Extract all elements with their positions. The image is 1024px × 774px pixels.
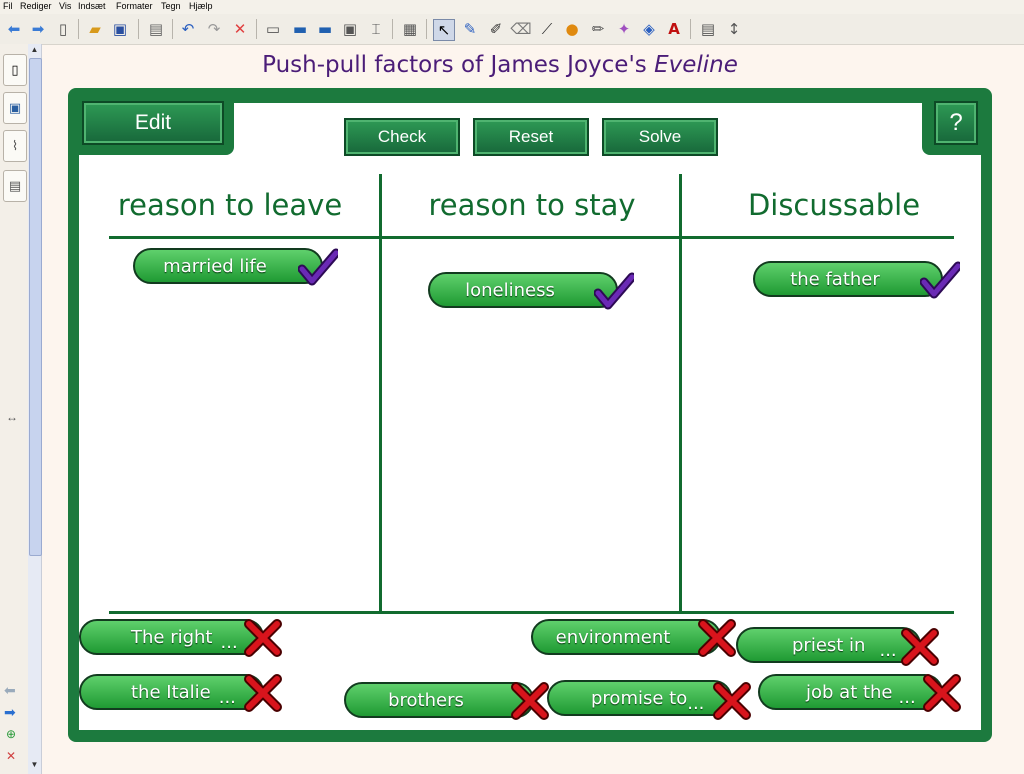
screen-shade-icon[interactable]: ▭ [265,20,281,38]
reset-button[interactable]: Reset [473,118,589,156]
eraser-icon[interactable]: ⌫ [510,20,532,38]
cross-icon [244,674,282,712]
vertical-scrollbar[interactable]: ▲ ▼ [28,44,42,774]
creative-pen-icon[interactable]: ✐ [489,20,503,38]
card-the-right[interactable]: The right... [79,619,264,655]
page-title: Push-pull factors of James Joyce's Eveli… [262,52,738,78]
checkmark-icon [594,272,634,310]
next-page-icon[interactable]: ➡ [4,704,16,720]
open-folder-icon[interactable]: ▰ [89,20,101,38]
redo-icon[interactable]: ↷ [207,20,221,38]
scroll-thumb[interactable] [29,58,42,556]
cross-icon [511,682,549,720]
check-button[interactable]: Check [344,118,460,156]
resize-handle-icon[interactable]: ↔ [6,410,18,424]
fill-bucket-icon[interactable]: ◈ [643,20,655,38]
card-environment[interactable]: environment [531,619,721,655]
capture-icon[interactable]: ▣ [342,20,358,38]
scroll-up-icon[interactable]: ▲ [30,45,39,54]
text-color-icon[interactable]: A [668,20,680,38]
column-header-leave: reason to leave [117,188,343,222]
presentation-icon[interactable]: ▬ [317,20,333,38]
column-divider-2 [679,174,682,611]
gallery-icon[interactable]: ▣ [3,92,27,124]
header-divider [109,236,954,239]
card-brothers[interactable]: brothers [344,682,534,718]
back-icon[interactable]: ⬅ [7,20,21,38]
attachments-icon[interactable]: ⌇ [3,130,27,162]
add-page-icon[interactable]: ⊕ [6,727,17,741]
scroll-down-icon[interactable]: ▼ [30,760,39,769]
solve-button[interactable]: Solve [602,118,718,156]
menu-view[interactable]: Vis [59,1,72,11]
card-priest-in[interactable]: priest in... [736,627,921,663]
card-the-father[interactable]: the father [753,261,943,297]
bottom-divider [109,611,954,614]
page-sorter-icon[interactable]: ▯ [3,54,27,86]
edit-button[interactable]: Edit [82,101,224,145]
table-icon[interactable]: ▦ [402,20,418,38]
menu-bar: Fil Rediger Vis Indsæt Formater Tegn Hjæ… [0,0,1024,14]
cross-icon [901,628,939,666]
checkmark-icon [298,248,338,286]
card-loneliness[interactable]: loneliness [428,272,618,308]
menu-help[interactable]: Hjælp [189,1,213,11]
properties-panel-icon[interactable]: ▤ [3,170,27,202]
card-the-italie[interactable]: the Italie... [79,674,264,710]
prev-page-icon[interactable]: ⬅ [4,682,16,698]
cross-icon [923,674,961,712]
select-pointer-icon[interactable]: ↖ [433,19,455,41]
text-tool-icon[interactable]: ⌶ [371,20,381,38]
forward-icon[interactable]: ➡ [31,20,45,38]
line-icon[interactable]: ⟋ [541,20,553,38]
menu-insert[interactable]: Indsæt [78,1,106,11]
undo-icon[interactable]: ↶ [181,20,195,38]
column-divider-1 [379,174,382,611]
delete-page-icon[interactable]: ✕ [6,749,17,763]
toolbar: ⬅ ➡ ▯ ▰ ▣ ▤ ↶ ↷ ✕ ▭ ▬ ▬ ▣ ⌶ ▦ ↖ ✎ ✐ ⌫ ⟋ … [0,14,1024,45]
save-icon[interactable]: ▣ [112,20,128,38]
menu-format[interactable]: Formater [116,1,153,11]
cross-icon [244,619,282,657]
card-promise-to[interactable]: promise to... [547,680,732,716]
cross-icon [713,682,751,720]
cross-icon [698,619,736,657]
menu-edit[interactable]: Rediger [20,1,52,11]
menu-file[interactable]: Fil [3,1,13,11]
magic-pen-icon[interactable]: ✦ [617,20,631,38]
new-page-icon[interactable]: ▯ [58,20,68,38]
delete-icon[interactable]: ✕ [233,20,247,38]
pen-icon[interactable]: ✎ [463,20,477,38]
menu-draw[interactable]: Tegn [161,1,181,11]
shapes-icon[interactable]: ● [565,20,579,38]
column-header-discussable: Discussable [747,188,921,222]
column-header-stay: reason to stay [428,188,636,222]
page-title-italic: Eveline [654,52,738,78]
fill-icon[interactable]: ✏ [591,20,605,38]
help-button[interactable]: ? [934,101,978,145]
properties-icon[interactable]: ▤ [700,20,716,38]
display-icon[interactable]: ▬ [292,20,308,38]
paste-icon[interactable]: ▤ [148,20,164,38]
card-job-at-the[interactable]: job at the... [758,674,943,710]
toolbar-move-icon[interactable]: ↕ [727,20,741,38]
card-married-life[interactable]: married life [133,248,323,284]
checkmark-icon [920,261,960,299]
side-panel: ▯ ▣ ⌇ ▤ ↔ ⬅ ➡ ⊕ ✕ [0,44,29,774]
